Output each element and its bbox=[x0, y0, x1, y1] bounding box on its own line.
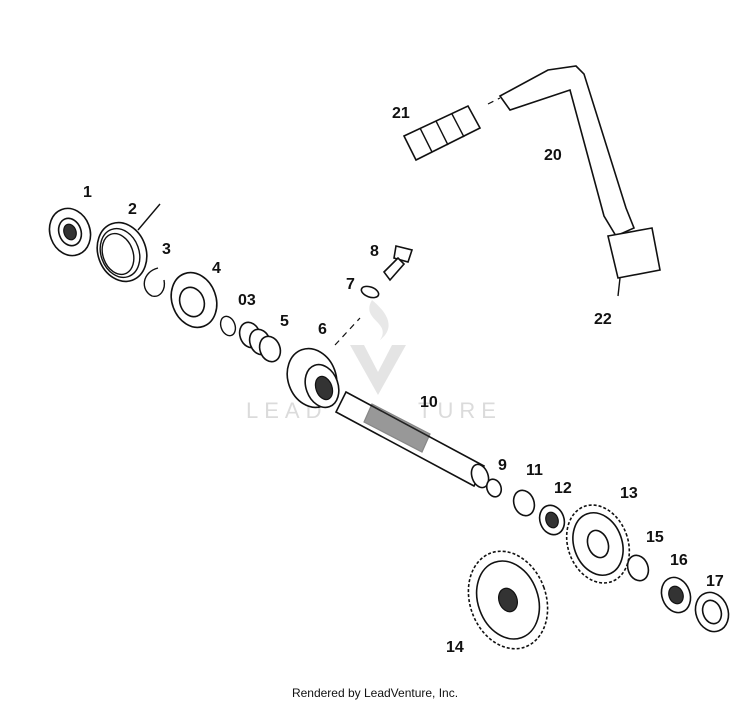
axis-line-6-7 bbox=[334, 317, 361, 346]
label-part-9: 9 bbox=[498, 457, 507, 474]
part-4-ramp-washer bbox=[170, 271, 218, 329]
label-part-5: 5 bbox=[280, 313, 289, 330]
part-14-large-gear bbox=[467, 550, 549, 650]
part-22-pivot-pin bbox=[617, 277, 621, 297]
part-5-small-spring bbox=[238, 321, 282, 363]
part-17-seal bbox=[694, 591, 730, 633]
part-12-needle-bearing bbox=[538, 504, 566, 536]
label-part-10: 10 bbox=[420, 394, 438, 411]
leadventure-watermark: LEAD TURE bbox=[246, 300, 502, 423]
footer-credit: Rendered by LeadVenture, Inc. bbox=[291, 686, 459, 700]
part-11-washer bbox=[512, 489, 536, 517]
part-10-kickstart-shaft bbox=[334, 390, 490, 489]
label-part-03: 03 bbox=[238, 292, 256, 309]
part-21-lever-rubber bbox=[402, 104, 482, 162]
label-part-8: 8 bbox=[370, 243, 379, 260]
label-part-3: 3 bbox=[162, 241, 171, 258]
part-8-bolt bbox=[382, 245, 414, 282]
part-9-ring bbox=[485, 478, 503, 498]
label-part-17: 17 bbox=[706, 573, 724, 590]
part-3-circlip bbox=[143, 267, 166, 297]
label-part-1: 1 bbox=[83, 184, 92, 201]
part-16-bearing bbox=[660, 576, 692, 614]
label-part-21: 21 bbox=[392, 105, 410, 122]
label-part-15: 15 bbox=[646, 529, 664, 546]
part-03-ring bbox=[219, 315, 237, 337]
label-part-12: 12 bbox=[554, 480, 572, 497]
part-7-washer bbox=[360, 285, 380, 299]
part-2-spring bbox=[96, 203, 161, 283]
label-part-16: 16 bbox=[670, 552, 688, 569]
label-part-7: 7 bbox=[346, 276, 355, 293]
label-part-20: 20 bbox=[544, 147, 562, 164]
axis-line-20-21 bbox=[487, 97, 501, 105]
label-part-6: 6 bbox=[318, 321, 327, 338]
watermark-text-right: TURE bbox=[418, 398, 502, 423]
part-1-bearing bbox=[48, 207, 92, 257]
part-13-gear bbox=[565, 504, 631, 584]
label-part-14: 14 bbox=[446, 639, 464, 656]
label-part-22: 22 bbox=[594, 311, 612, 328]
part-6-ratchet-gear bbox=[286, 347, 340, 409]
label-part-11: 11 bbox=[526, 462, 543, 479]
label-part-4: 4 bbox=[212, 260, 221, 277]
part-15-washer bbox=[626, 554, 650, 582]
part-20-kickstart-lever bbox=[498, 65, 661, 279]
label-part-13: 13 bbox=[620, 485, 638, 502]
label-part-2: 2 bbox=[128, 201, 137, 218]
